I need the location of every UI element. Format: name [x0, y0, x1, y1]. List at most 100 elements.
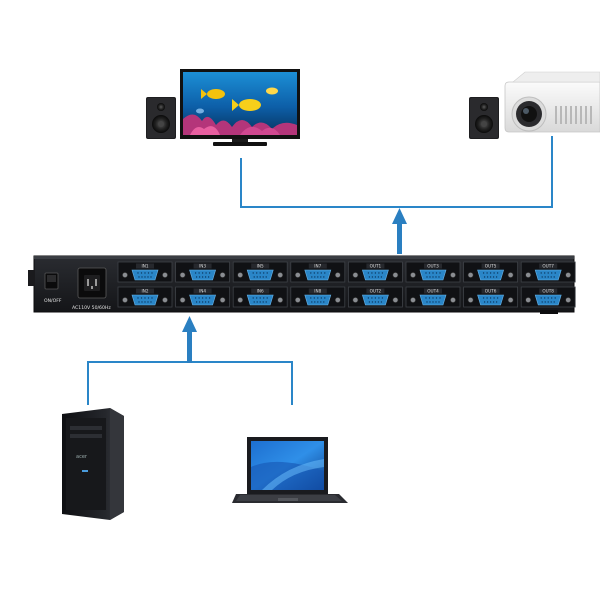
screw-post — [507, 272, 514, 278]
screw-post — [122, 297, 128, 303]
power-switch[interactable] — [44, 272, 59, 290]
tv-icon — [180, 69, 300, 146]
screw-post — [179, 297, 186, 303]
vga-port-out7[interactable]: OUT7 — [520, 261, 576, 283]
vga-connector — [419, 294, 447, 306]
laptop-icon — [232, 437, 348, 503]
top-port-row: IN1 IN3 IN5 IN7 OUT1 OUT3 OUT5 OUT7 — [117, 261, 576, 283]
vga-connector — [361, 294, 389, 306]
vga-connector — [189, 269, 217, 281]
screw-post — [219, 297, 226, 303]
output-arrow — [392, 208, 407, 254]
screw-post — [122, 272, 128, 278]
screw-post — [294, 272, 301, 278]
screw-post — [334, 297, 341, 303]
screw-post — [277, 297, 284, 303]
bottom-port-row: IN2 IN4 IN6 IN8 OUT2 OUT4 OUT6 OUT8 — [117, 286, 576, 308]
vga-port-label: IN4 — [199, 288, 206, 293]
vga-port-label: OUT8 — [542, 288, 554, 293]
vga-port-in5[interactable]: IN5 — [232, 261, 288, 283]
vga-connector — [419, 269, 447, 281]
output-connector-lines — [240, 136, 553, 208]
desktop-tower-icon: acer — [62, 408, 124, 520]
vga-port-out4[interactable]: OUT4 — [405, 286, 461, 308]
screw-post — [277, 272, 284, 278]
vga-port-label: IN6 — [257, 288, 264, 293]
screw-post — [565, 272, 572, 278]
vga-connector — [304, 294, 332, 306]
vga-port-label: IN2 — [141, 288, 148, 293]
speaker-icon — [469, 97, 499, 139]
screw-post — [334, 272, 341, 278]
screw-post — [410, 297, 416, 303]
ac-inlet-label: AC110V 50/60Hz — [72, 305, 111, 311]
vga-connector — [534, 294, 562, 306]
vga-port-label: IN7 — [314, 263, 321, 268]
screw-post — [565, 297, 572, 303]
screw-post — [507, 297, 514, 303]
vga-port-in4[interactable]: IN4 — [175, 286, 231, 308]
vga-port-in8[interactable]: IN8 — [290, 286, 346, 308]
vga-port-in7[interactable]: IN7 — [290, 261, 346, 283]
screw-post — [392, 297, 399, 303]
vga-port-label: IN8 — [314, 288, 321, 293]
vga-port-label: IN5 — [257, 263, 264, 268]
vga-connector — [189, 294, 217, 306]
input-bracket-line — [87, 361, 293, 405]
screw-post — [467, 297, 474, 303]
vga-connector — [131, 294, 159, 306]
screw-post — [219, 272, 226, 278]
tower-brand-mark: acer — [76, 454, 88, 460]
screw-post — [294, 297, 301, 303]
vga-port-label: OUT4 — [427, 288, 439, 293]
vga-connector — [477, 294, 505, 306]
screw-post — [410, 272, 416, 278]
screw-post — [450, 272, 456, 278]
screw-post — [237, 272, 244, 278]
screw-post — [525, 272, 532, 278]
screw-post — [352, 272, 359, 278]
projector-icon — [504, 71, 600, 133]
screw-post — [352, 297, 359, 303]
vga-connector — [477, 269, 505, 281]
power-switch-label: ON/OFF — [44, 298, 62, 304]
vga-port-label: OUT5 — [485, 263, 497, 268]
vga-port-label: OUT7 — [542, 263, 554, 268]
vga-connector — [246, 294, 274, 306]
vga-port-label: OUT2 — [370, 288, 382, 293]
vga-port-label: OUT6 — [485, 288, 497, 293]
vga-port-label: IN1 — [141, 263, 148, 268]
screw-post — [162, 297, 168, 303]
screw-post — [467, 272, 474, 278]
screw-post — [525, 297, 532, 303]
screw-post — [237, 297, 244, 303]
screw-post — [392, 272, 399, 278]
vga-port-in1[interactable]: IN1 — [117, 261, 173, 283]
vga-connector — [304, 269, 332, 281]
ac-power-inlet — [77, 267, 107, 299]
input-connector-lines — [87, 361, 293, 405]
input-arrow — [182, 316, 197, 363]
output-bracket-line — [240, 136, 553, 208]
screw-post — [162, 272, 168, 278]
vga-port-label: IN3 — [199, 263, 206, 268]
vga-port-label: OUT3 — [427, 263, 439, 268]
speaker-icon — [146, 97, 176, 139]
vga-port-in3[interactable]: IN3 — [175, 261, 231, 283]
vga-port-out8[interactable]: OUT8 — [520, 286, 576, 308]
vga-connector — [131, 269, 159, 281]
vga-connector — [361, 269, 389, 281]
vga-port-out3[interactable]: OUT3 — [405, 261, 461, 283]
vga-port-out2[interactable]: OUT2 — [347, 286, 403, 308]
vga-port-in6[interactable]: IN6 — [232, 286, 288, 308]
screw-post — [450, 297, 456, 303]
vga-port-label: OUT1 — [370, 263, 382, 268]
vga-port-in2[interactable]: IN2 — [117, 286, 173, 308]
vga-port-out5[interactable]: OUT5 — [463, 261, 519, 283]
vga-port-out6[interactable]: OUT6 — [463, 286, 519, 308]
screw-post — [179, 272, 186, 278]
vga-port-out1[interactable]: OUT1 — [347, 261, 403, 283]
